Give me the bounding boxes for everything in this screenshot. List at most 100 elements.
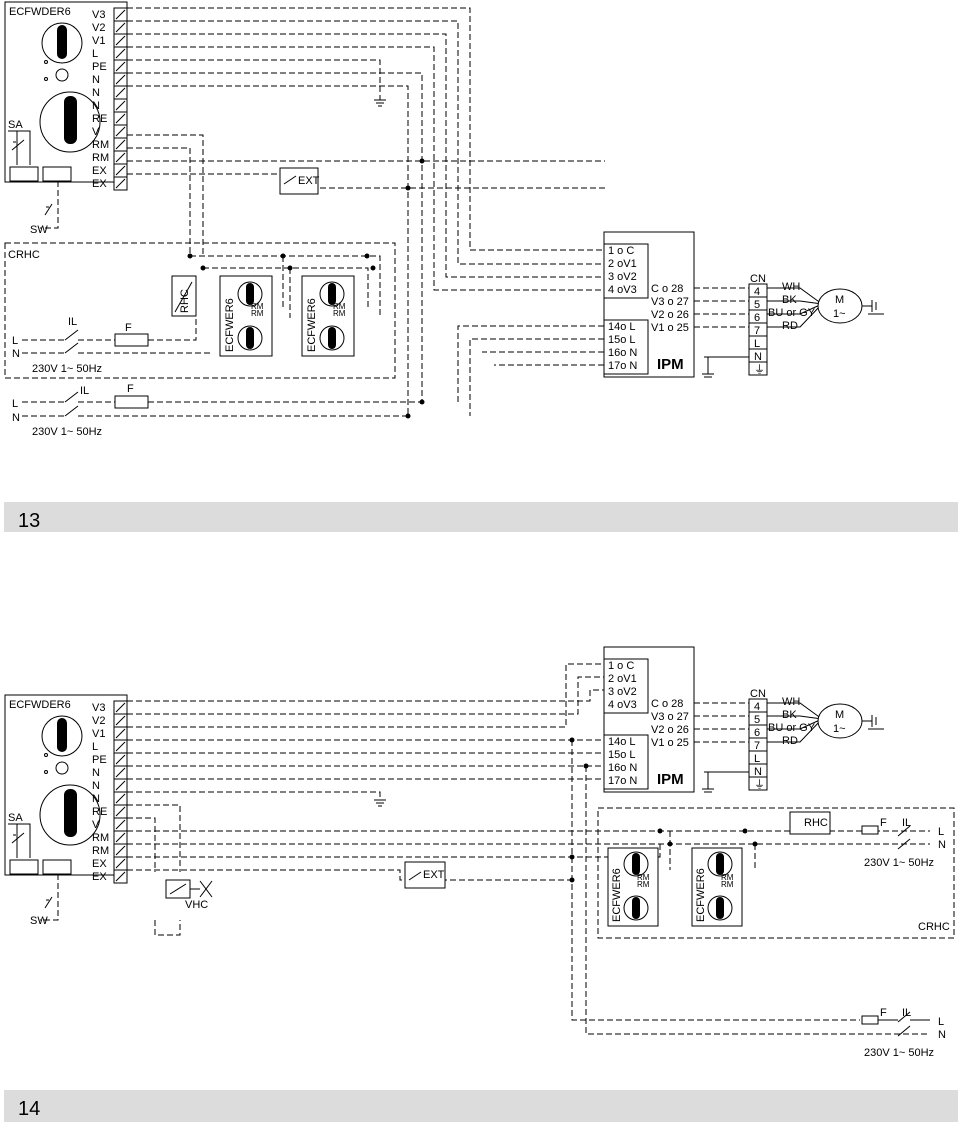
- il-label: IL: [68, 316, 77, 328]
- line-l-label: L: [938, 826, 944, 838]
- ipm-pin: 1 o C: [608, 245, 634, 257]
- cn-pin: 7: [754, 325, 760, 337]
- ecfwer6-module: ECFWER6 RM RM: [691, 847, 743, 927]
- ext-label: EXT: [423, 869, 445, 881]
- terminal-label: N: [92, 780, 100, 792]
- junction-dot: [667, 841, 673, 847]
- wire-color: BK: [782, 294, 797, 306]
- ground-icon: [862, 715, 884, 730]
- junction-dot: [419, 158, 425, 164]
- indicator-dot-icon: [44, 60, 48, 64]
- l-line: [22, 316, 197, 341]
- wire-color: WH: [782, 696, 800, 708]
- cn-pin: 6: [754, 312, 760, 324]
- ipm-pin: 2 oV1: [608, 258, 637, 270]
- ipm-title: IPM: [657, 356, 684, 373]
- supply-label: 230V 1~ 50Hz: [32, 363, 102, 375]
- wire-color: RD: [782, 320, 798, 332]
- terminal-label: L: [92, 741, 98, 753]
- line-n-label: N: [938, 839, 946, 851]
- terminal-label: V3: [92, 702, 105, 714]
- controller-label: ECFWDER6: [9, 6, 71, 18]
- ext-contact-box: [279, 167, 319, 195]
- fuse-icon: [114, 333, 149, 347]
- temperature-knob-icon: [39, 91, 101, 153]
- bottom-terminals: [9, 859, 72, 875]
- figure-number-band: [4, 502, 958, 532]
- isolator-icon: [64, 391, 79, 417]
- ipm-pin: 16o N: [608, 762, 637, 774]
- thermistor-icon: [11, 139, 25, 151]
- switch-icon: [44, 203, 53, 216]
- svg-text:ECFWER6: ECFWER6: [306, 298, 318, 352]
- ext-label: EXT: [298, 175, 320, 187]
- knob-pointer-icon: [64, 789, 77, 837]
- cn-pin: ⏚: [754, 363, 765, 376]
- ipm-pin: 2 oV1: [608, 673, 637, 685]
- ext-contact-box: [404, 861, 446, 889]
- motor-label: M: [835, 294, 844, 306]
- motor-phase: 1~: [833, 308, 846, 320]
- sensor-lead: [8, 823, 31, 858]
- junction-dot: [187, 253, 193, 259]
- fan-knob-icon: [41, 715, 83, 757]
- terminal-label: N: [92, 87, 100, 99]
- svg-text:RM: RM: [251, 302, 264, 311]
- junction-dot: [583, 763, 589, 769]
- cn-title: CN: [750, 273, 766, 285]
- ipm-motor-pin: C o 28: [651, 283, 683, 295]
- terminal-label: V1: [92, 35, 105, 47]
- thermistor-icon: [11, 832, 25, 844]
- isolator-icon: [897, 825, 911, 850]
- terminal-wires: [127, 663, 930, 1035]
- terminal-label: RM: [92, 832, 109, 844]
- rhc-box: [789, 811, 831, 835]
- ipm-motor-pin: V1 o 25: [651, 737, 689, 749]
- terminal-wires: [127, 7, 605, 416]
- wire-color: BU or GY: [768, 722, 816, 734]
- isolator-icon: [64, 329, 79, 354]
- cn-pin: L: [754, 338, 760, 350]
- cn-title: CN: [750, 688, 766, 700]
- figure-number: 13: [18, 510, 40, 532]
- terminal-label: N: [92, 767, 100, 779]
- junction-dot: [742, 828, 748, 834]
- wire-color: BU or GY: [768, 307, 816, 319]
- ipm-pin: 16o N: [608, 347, 637, 359]
- terminal-label: V: [92, 126, 100, 138]
- motor-phase: 1~: [833, 723, 846, 735]
- ipm-motor-pin: V3 o 27: [651, 296, 689, 308]
- terminal-label: EX: [92, 871, 107, 883]
- svg-text:RM: RM: [637, 880, 650, 889]
- sensor-label: SA: [8, 812, 23, 824]
- ecfwer6-module: ECFWER6 RM RM: [301, 275, 355, 357]
- rhc-label: RHC: [804, 817, 828, 829]
- fuse-icon: [861, 1015, 879, 1025]
- svg-text:RM: RM: [721, 873, 734, 882]
- ecfwer6-module: ECFWER6 RM RM: [607, 847, 659, 927]
- ipm-motor-pin: V1 o 25: [651, 322, 689, 334]
- line-l-label: L: [12, 398, 18, 410]
- junction-dot: [200, 265, 206, 271]
- junction-dot: [569, 854, 575, 860]
- valve-icon: [169, 880, 213, 898]
- ipm-pin: 3 oV2: [608, 686, 637, 698]
- ipm-pin: 3 oV2: [608, 271, 637, 283]
- fuse-icon: [114, 395, 149, 409]
- cn-pin: 5: [754, 299, 760, 311]
- figure-number: 14: [18, 1098, 40, 1120]
- crhc-box: [4, 242, 396, 379]
- ground-icon: [374, 99, 386, 107]
- terminal-label: L: [92, 48, 98, 60]
- line-l-label: L: [12, 335, 18, 347]
- switch-lead: [40, 874, 59, 921]
- junction-dot: [280, 253, 286, 259]
- ground-icon: [702, 357, 714, 378]
- svg-text:RM: RM: [333, 302, 346, 311]
- knob-pointer-icon: [57, 718, 67, 752]
- ipm-motor-pin: C o 28: [651, 698, 683, 710]
- wire-color: BK: [782, 709, 797, 721]
